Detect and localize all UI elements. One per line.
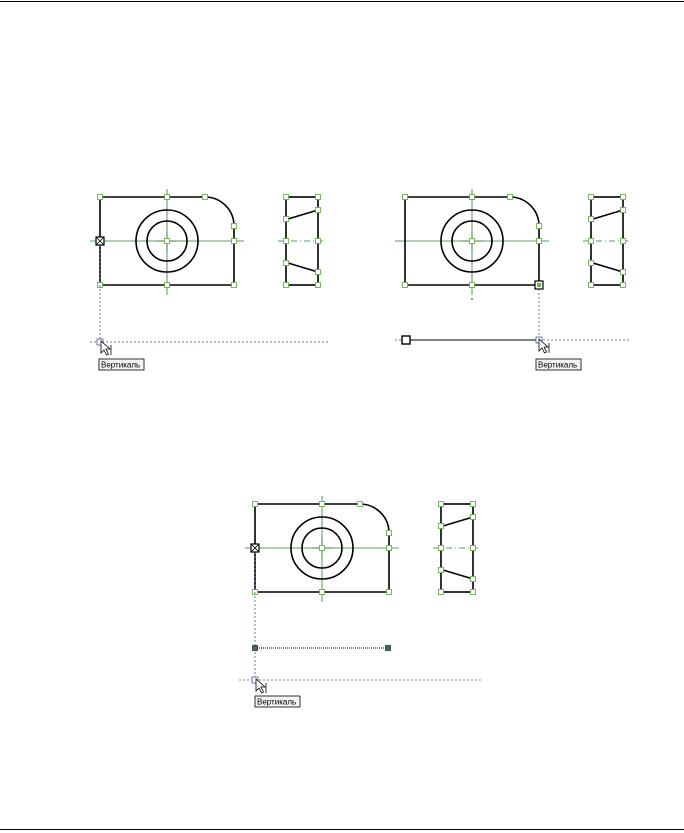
tooltip-vertical: Вертикаль <box>535 358 582 371</box>
tooltip-vertical: Вертикаль <box>254 695 301 708</box>
figure-2: Вертикаль <box>395 189 631 371</box>
figure-3: Вертикаль <box>239 496 483 708</box>
figure-1: Вертикаль <box>90 189 330 371</box>
page-top-rule <box>0 1 684 2</box>
tooltip-vertical: Вертикаль <box>98 358 145 371</box>
svg-text:Вертикаль: Вертикаль <box>538 361 577 370</box>
page-bottom-rule <box>0 829 684 830</box>
svg-text:Вертикаль: Вертикаль <box>257 698 296 707</box>
svg-text:Вертикаль: Вертикаль <box>101 361 140 370</box>
